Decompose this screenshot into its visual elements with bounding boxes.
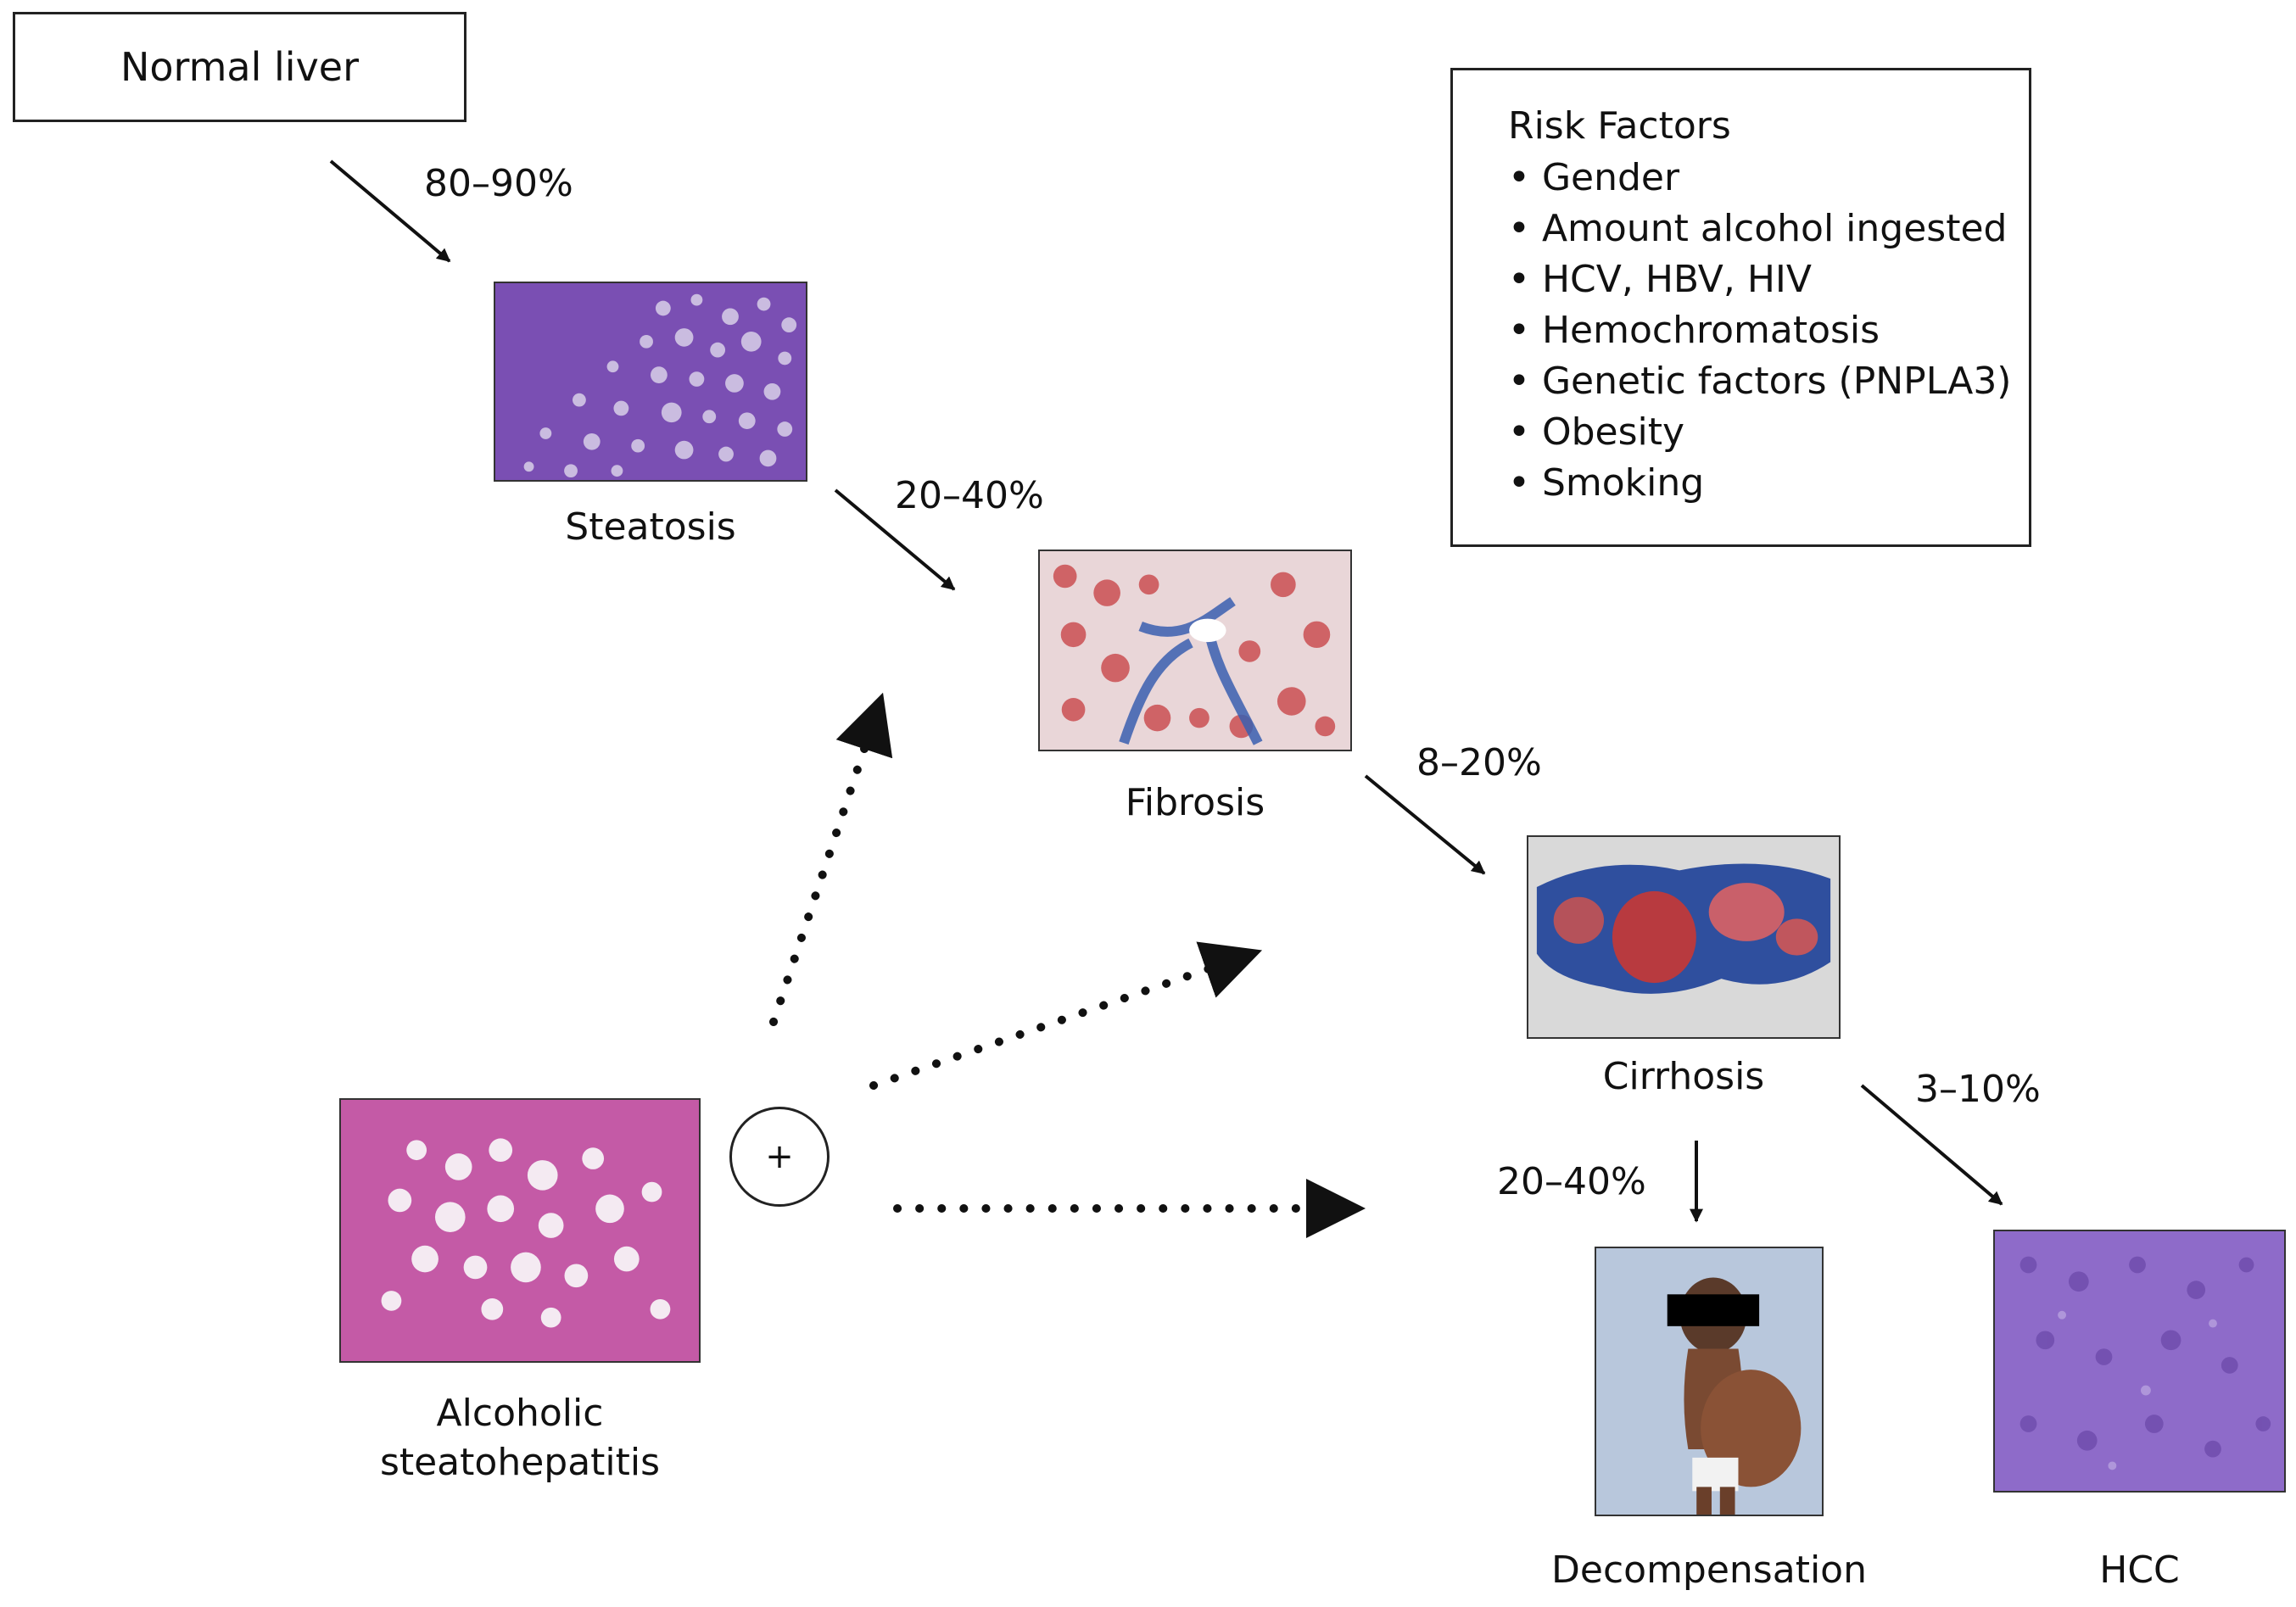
- risk-factors-title: Risk Factors: [1508, 104, 1731, 148]
- plus-symbol: +: [765, 1137, 794, 1176]
- plus-circle: +: [729, 1107, 830, 1207]
- steatohepatitis-tissue-graphic: [341, 1100, 699, 1361]
- transition-label-steatosis-fibrosis: 20–40%: [895, 474, 1044, 517]
- alcoholic-steatohepatitis-label: Alcoholic steatohepatitis: [339, 1395, 701, 1481]
- risk-factors-box: Risk Factors • Gender • Amount alcohol i…: [1450, 68, 2031, 547]
- hcc-tissue-graphic: [1995, 1231, 2284, 1491]
- steatosis-histology-image: [494, 282, 807, 482]
- risk-factor-item: • Smoking: [1508, 461, 1705, 505]
- hcc-histology-image: [1993, 1230, 2286, 1493]
- decompensation-patient-graphic: [1596, 1248, 1822, 1515]
- transition-label-normal-steatosis: 80–90%: [424, 162, 573, 205]
- risk-factor-item: • Genetic factors (PNPLA3): [1508, 360, 2012, 403]
- transition-label-cirrhosis-hcc: 3–10%: [1915, 1068, 2041, 1111]
- ash-label-line2: steatohepatitis: [379, 1441, 661, 1484]
- risk-factor-item: • Hemochromatosis: [1508, 309, 1880, 352]
- hcc-label: HCC: [2099, 1548, 2180, 1592]
- dotted-arrow-to-fibrosis: [769, 692, 893, 1026]
- arrow-fibrosis-to-cirrhosis: [1364, 774, 1486, 875]
- decompensation-patient-photo: [1595, 1247, 1824, 1516]
- cirrhosis-histology-image: [1527, 835, 1841, 1039]
- cirrhosis-label: Cirrhosis: [1602, 1055, 1765, 1098]
- fibrosis-tissue-graphic: [1040, 551, 1350, 750]
- risk-factor-item: • HCV, HBV, HIV: [1508, 258, 1812, 301]
- risk-factor-item: • Obesity: [1508, 410, 1685, 454]
- normal-liver-box: Normal liver: [13, 12, 466, 122]
- risk-factor-item: • Gender: [1508, 156, 1680, 199]
- cirrhosis-tissue-graphic: [1528, 837, 1839, 1037]
- fibrosis-label: Fibrosis: [1125, 781, 1265, 824]
- ash-label-line1: Alcoholic: [436, 1392, 604, 1435]
- normal-liver-label: Normal liver: [120, 44, 360, 90]
- alcoholic-steatohepatitis-histology-image: [339, 1098, 701, 1363]
- steatosis-label: Steatosis: [565, 505, 736, 549]
- steatosis-tissue-graphic: [495, 283, 806, 480]
- fibrosis-histology-image: [1038, 550, 1352, 751]
- transition-label-fibrosis-cirrhosis: 8–20%: [1416, 741, 1542, 784]
- decompensation-label: Decompensation: [1551, 1548, 1867, 1592]
- risk-factor-item: • Amount alcohol ingested: [1508, 207, 2008, 250]
- transition-label-cirrhosis-decompensation: 20–40%: [1497, 1160, 1646, 1203]
- dotted-arrow-to-cirrhosis: [869, 941, 1263, 1090]
